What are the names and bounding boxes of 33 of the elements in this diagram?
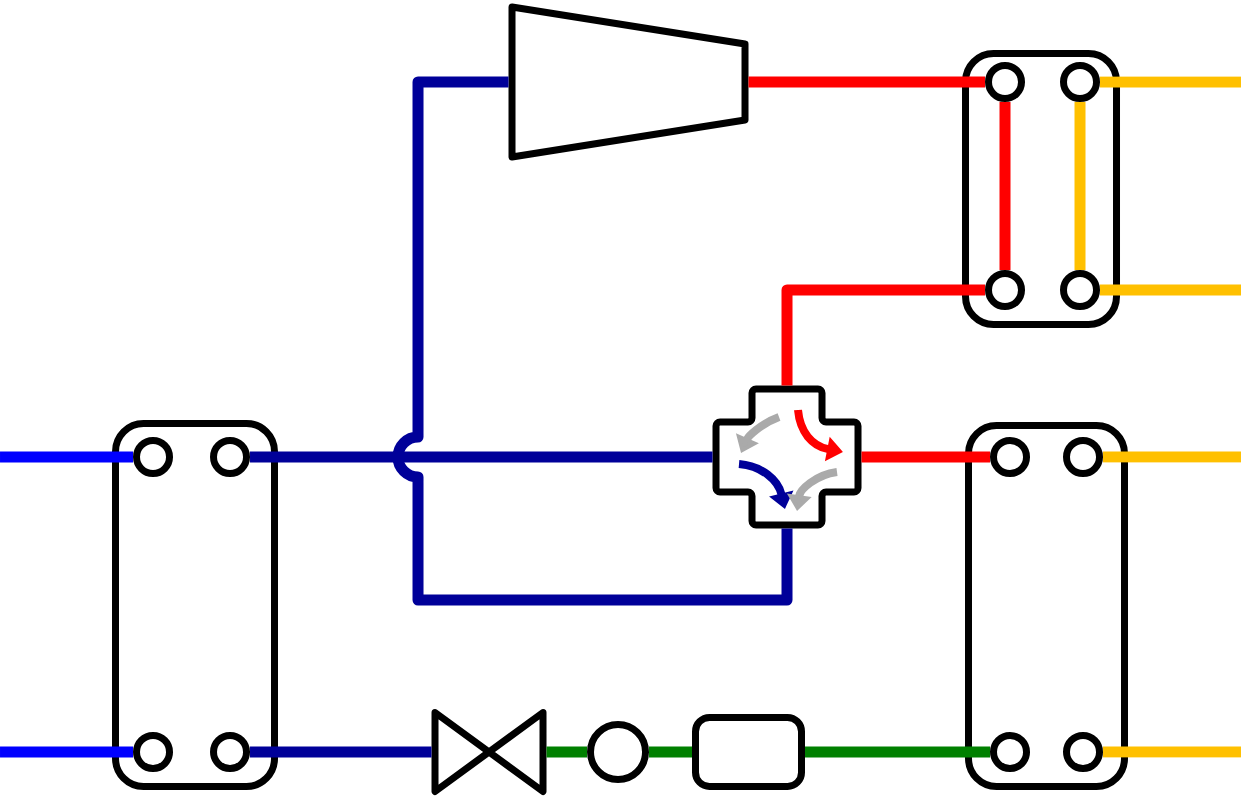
pipe bbox=[649, 746, 692, 758]
port-circle bbox=[1060, 62, 1100, 102]
pipe bbox=[0, 451, 133, 463]
port-circle bbox=[210, 437, 250, 477]
pipe bbox=[1103, 451, 1241, 463]
pipe bbox=[392, 76, 793, 606]
pipe bbox=[250, 746, 432, 758]
pipe bbox=[805, 746, 990, 758]
pipe bbox=[546, 746, 587, 758]
pipe bbox=[781, 284, 985, 386]
port-circle bbox=[210, 732, 250, 772]
four-way-valve bbox=[712, 385, 862, 529]
pipe bbox=[1100, 284, 1241, 296]
pipe bbox=[748, 76, 985, 88]
sight-glass bbox=[587, 721, 649, 783]
pipe bbox=[861, 451, 990, 463]
port-circle bbox=[133, 437, 173, 477]
compressor-symbol bbox=[508, 3, 749, 161]
port-circle bbox=[985, 270, 1025, 310]
port-circle bbox=[990, 732, 1030, 772]
pipe bbox=[0, 746, 133, 758]
port-circle bbox=[990, 437, 1030, 477]
heat-exchanger bbox=[112, 420, 278, 790]
expansion-valve bbox=[431, 709, 547, 795]
filter-drier bbox=[692, 714, 805, 790]
port-circle bbox=[1060, 270, 1100, 310]
port-circle bbox=[1063, 437, 1103, 477]
pipe bbox=[1103, 746, 1241, 758]
port-circle bbox=[1063, 732, 1103, 772]
port-circle bbox=[985, 62, 1025, 102]
pipe bbox=[250, 451, 713, 463]
port-circle bbox=[133, 732, 173, 772]
pipe bbox=[1100, 76, 1241, 88]
